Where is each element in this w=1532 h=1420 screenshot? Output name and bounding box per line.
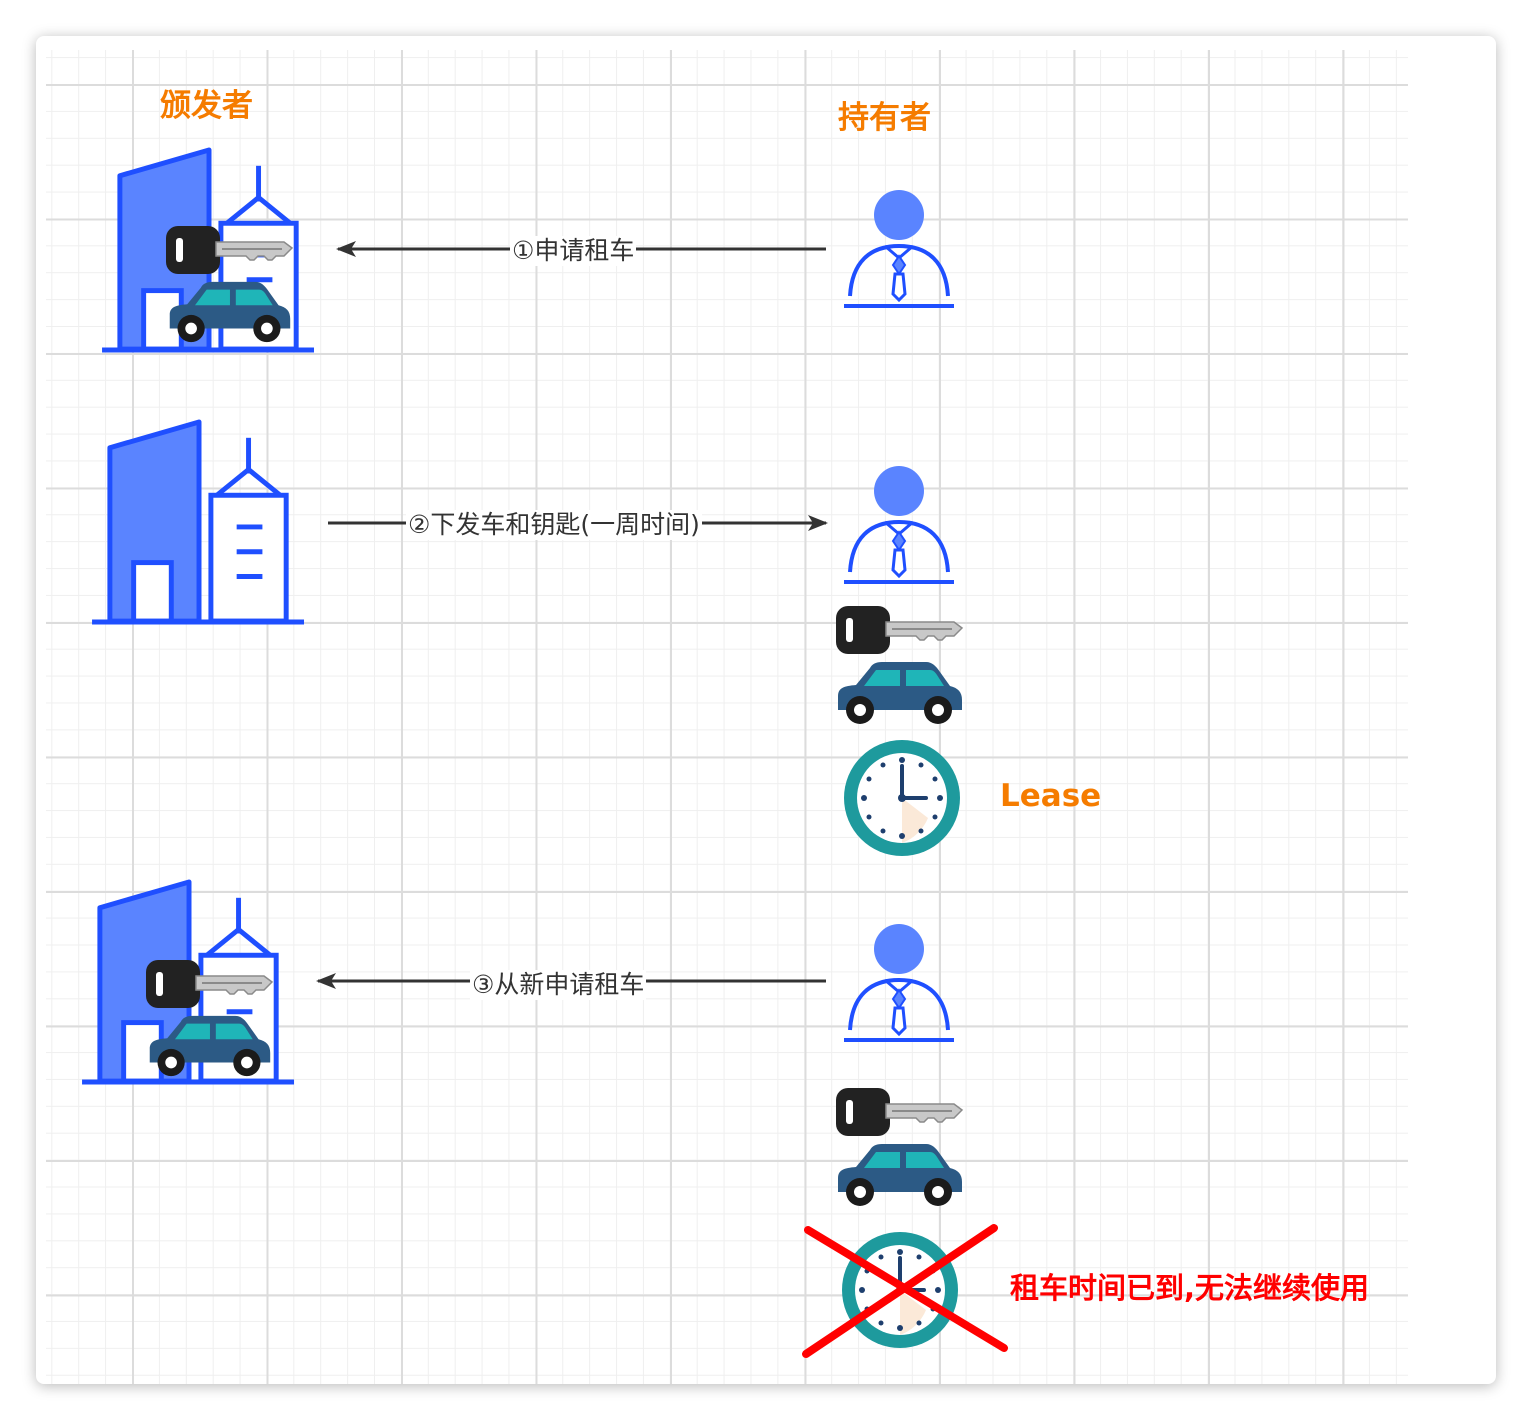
car-icon — [834, 1140, 964, 1210]
step-3-label: ③从新申请租车 — [470, 970, 647, 1000]
expired-note: 租车时间已到,无法继续使用 — [1010, 1271, 1370, 1305]
cross-icon — [802, 1224, 1008, 1358]
holder-label: 持有者 — [838, 100, 931, 136]
key-icon — [834, 1086, 964, 1138]
car-icon — [164, 278, 294, 346]
person-icon — [842, 186, 962, 316]
key-icon — [834, 604, 964, 656]
step-2-label: ②下发车和钥匙(一周时间) — [406, 510, 702, 540]
clock-icon — [842, 738, 962, 858]
key-icon — [164, 224, 294, 276]
issuer-label: 颁发者 — [160, 88, 253, 124]
person-icon — [842, 920, 962, 1050]
car-icon — [834, 658, 964, 728]
person-icon — [842, 462, 962, 592]
car-icon — [144, 1012, 274, 1080]
lease-label: Lease — [1000, 778, 1102, 814]
step-1-label: ①申请租车 — [510, 236, 637, 266]
building-icon — [92, 418, 310, 626]
key-icon — [144, 958, 274, 1010]
